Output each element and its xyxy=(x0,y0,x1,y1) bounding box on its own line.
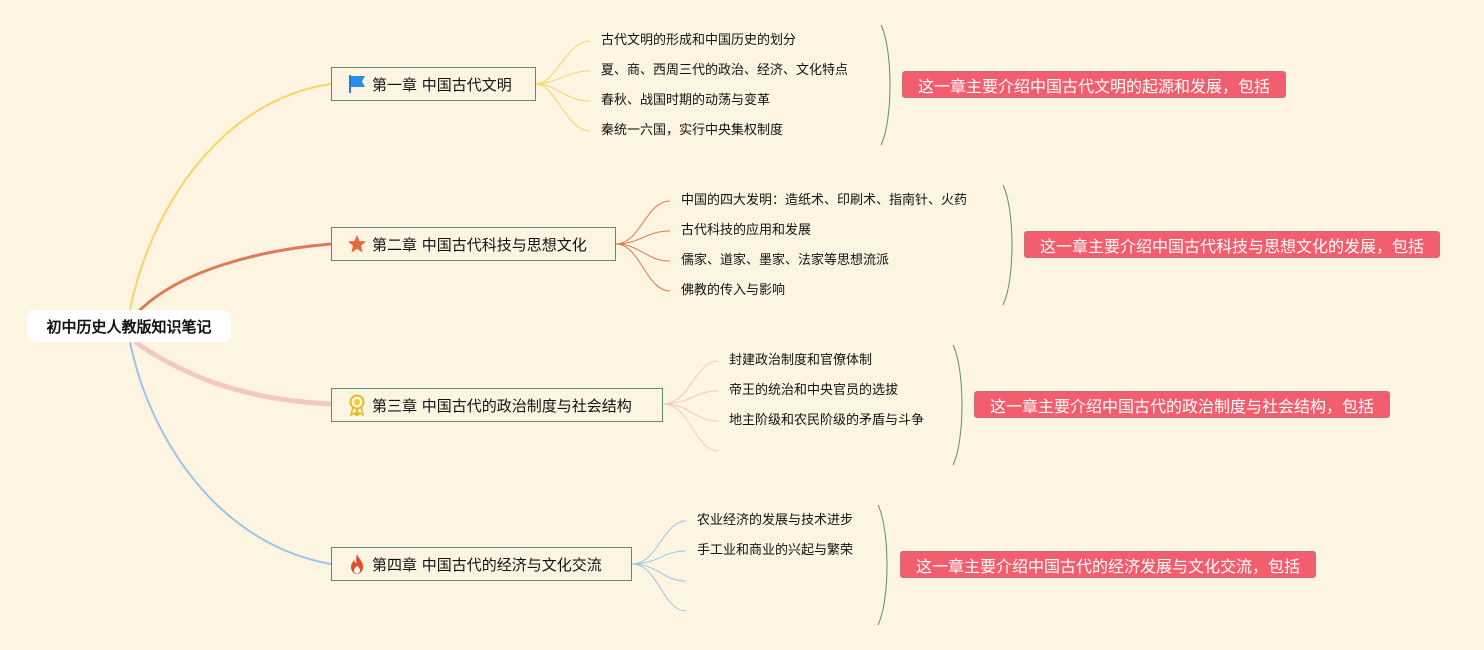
ch2-item-3[interactable]: 儒家、道家、墨家、法家等思想流派 xyxy=(681,253,890,268)
root-branch-3 xyxy=(133,339,332,407)
chapter-node-4[interactable]: 第四章 中国古代的经济与文化交流 xyxy=(331,547,632,581)
ch3-bracket xyxy=(952,344,963,466)
root-node[interactable]: 初中历史人教版知识笔记 xyxy=(27,310,231,342)
ch1-summary-text: 这一章主要介绍中国古代文明的起源和发展，包括 xyxy=(918,76,1271,96)
ch2-item-1[interactable]: 中国的四大发明：造纸术、印刷术、指南针、火药 xyxy=(681,193,968,208)
award-icon xyxy=(347,394,367,416)
ch1-leaf-line-1 xyxy=(535,40,591,85)
chapter-title-2: 第二章 中国古代科技与思想文化 xyxy=(372,235,587,254)
ch1-leaf-line-4 xyxy=(535,83,591,132)
ch3-leaf-line-4 xyxy=(662,403,719,452)
ch4-leaf-line-2 xyxy=(631,550,687,565)
ch4-summary-text: 这一章主要介绍中国古代的经济发展与文化交流，包括 xyxy=(916,556,1301,576)
ch2-leaf-line-4 xyxy=(615,243,671,292)
root-branch-4 xyxy=(129,341,332,565)
ch1-item-1[interactable]: 古代文明的形成和中国历史的划分 xyxy=(601,33,797,48)
chapter-node-2[interactable]: 第二章 中国古代科技与思想文化 xyxy=(331,227,616,261)
ch2-summary-text: 这一章主要介绍中国古代科技与思想文化的发展，包括 xyxy=(1040,236,1425,256)
fire-icon xyxy=(347,554,367,574)
chapter-node-3[interactable]: 第三章 中国古代的政治制度与社会结构 xyxy=(331,388,663,422)
chapter-title-3: 第三章 中国古代的政治制度与社会结构 xyxy=(372,396,632,415)
ch3-leaf-line-3 xyxy=(662,403,719,422)
ch4-bracket xyxy=(877,504,888,626)
ch4-leaf-line-1 xyxy=(631,520,687,565)
ch4-leaf-line-3 xyxy=(631,563,687,582)
ch2-item-4[interactable]: 佛教的传入与影响 xyxy=(681,283,786,298)
ch1-item-4[interactable]: 秦统一六国，实行中央集权制度 xyxy=(601,123,784,138)
ch2-leaf-line-2 xyxy=(615,230,671,245)
root-branch-2 xyxy=(136,242,332,314)
root-branch-1 xyxy=(129,83,332,311)
ch1-item-3[interactable]: 春秋、战国时期的动荡与变革 xyxy=(601,93,771,108)
ch2-leaf-line-3 xyxy=(615,243,671,262)
ch3-leaf-line-1 xyxy=(662,360,719,405)
ch3-item-2[interactable]: 帝王的统治和中央官员的选拔 xyxy=(729,383,899,398)
root-title: 初中历史人教版知识笔记 xyxy=(46,317,212,336)
flag-icon xyxy=(347,74,367,94)
ch3-summary-text: 这一章主要介绍中国古代的政治制度与社会结构，包括 xyxy=(990,396,1375,416)
star-icon xyxy=(347,234,367,254)
ch4-leaf-line-4 xyxy=(631,563,687,612)
ch3-leaf-line-2 xyxy=(662,390,719,405)
ch2-leaf-line-1 xyxy=(615,200,671,245)
chapter-node-1[interactable]: 第一章 中国古代文明 xyxy=(331,67,536,101)
ch1-summary[interactable]: 这一章主要介绍中国古代文明的起源和发展，包括 xyxy=(902,71,1287,98)
ch3-item-1[interactable]: 封建政治制度和官僚体制 xyxy=(729,353,873,368)
ch2-bracket xyxy=(1002,184,1013,306)
ch4-summary[interactable]: 这一章主要介绍中国古代的经济发展与文化交流，包括 xyxy=(900,551,1317,578)
ch3-summary[interactable]: 这一章主要介绍中国古代的政治制度与社会结构，包括 xyxy=(974,391,1391,418)
ch1-item-2[interactable]: 夏、商、西周三代的政治、经济、文化特点 xyxy=(601,63,849,78)
chapter-title-4: 第四章 中国古代的经济与文化交流 xyxy=(372,555,602,574)
ch2-item-2[interactable]: 古代科技的应用和发展 xyxy=(681,223,812,238)
ch4-item-2[interactable]: 手工业和商业的兴起与繁荣 xyxy=(697,543,854,558)
ch1-leaf-line-2 xyxy=(535,70,591,85)
ch4-item-1[interactable]: 农业经济的发展与技术进步 xyxy=(697,513,854,528)
ch2-summary[interactable]: 这一章主要介绍中国古代科技与思想文化的发展，包括 xyxy=(1024,231,1441,258)
chapter-title-1: 第一章 中国古代文明 xyxy=(372,75,512,94)
ch1-bracket xyxy=(880,24,891,146)
ch3-item-3[interactable]: 地主阶级和农民阶级的矛盾与斗争 xyxy=(729,413,925,428)
